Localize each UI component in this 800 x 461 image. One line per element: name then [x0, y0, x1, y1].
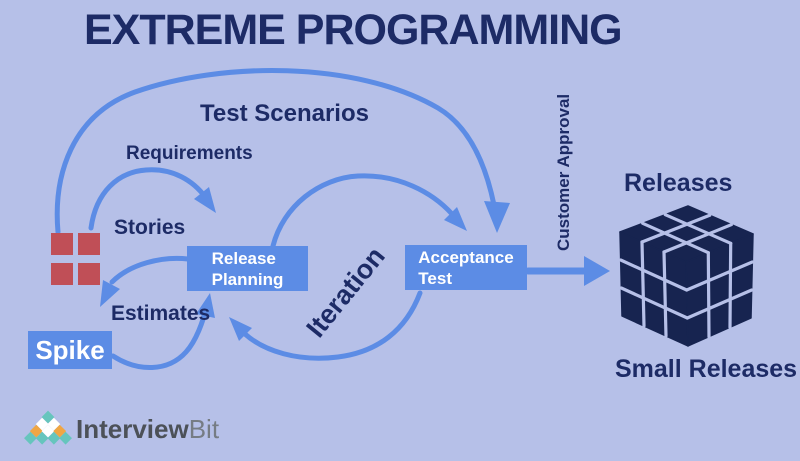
user-stories-icon: [51, 233, 101, 287]
customer-approval-arrow: [524, 256, 610, 286]
brand-name-bold: Interview: [76, 414, 189, 444]
label-estimates: Estimates: [111, 302, 211, 325]
estimates-arrow: [100, 255, 191, 307]
story-card: [51, 263, 73, 285]
label-customer-approval: Customer Approval: [554, 93, 573, 251]
release-planning-line1: Release: [211, 248, 276, 268]
rubiks-cube-icon: [619, 205, 754, 347]
label-iteration: Iteration: [300, 241, 391, 344]
label-test-scenarios: Test Scenarios: [200, 100, 369, 127]
brand-wordmark: InterviewBit: [76, 414, 219, 445]
release-planning-node: Release Planning: [187, 246, 308, 291]
iteration-top-arrow: [270, 173, 467, 249]
spike-node: Spike: [28, 331, 112, 369]
story-card: [78, 233, 100, 255]
brand-name-light: Bit: [188, 414, 220, 444]
label-stories: Stories: [114, 216, 186, 239]
label-requirements: Requirements: [126, 143, 253, 164]
label-releases: Releases: [624, 169, 733, 197]
label-small-releases: Small Releases: [615, 355, 798, 383]
story-card: [78, 263, 100, 285]
acceptance-test-line1: Acceptance: [418, 247, 514, 267]
story-card: [51, 233, 73, 255]
acceptance-test-line2: Test: [418, 268, 452, 288]
page-title: EXTREME PROGRAMMING: [84, 6, 623, 54]
release-planning-line2: Planning: [211, 269, 284, 289]
acceptance-test-node: Acceptance Test: [405, 245, 527, 290]
brand-pyramid-icon: [24, 410, 72, 445]
